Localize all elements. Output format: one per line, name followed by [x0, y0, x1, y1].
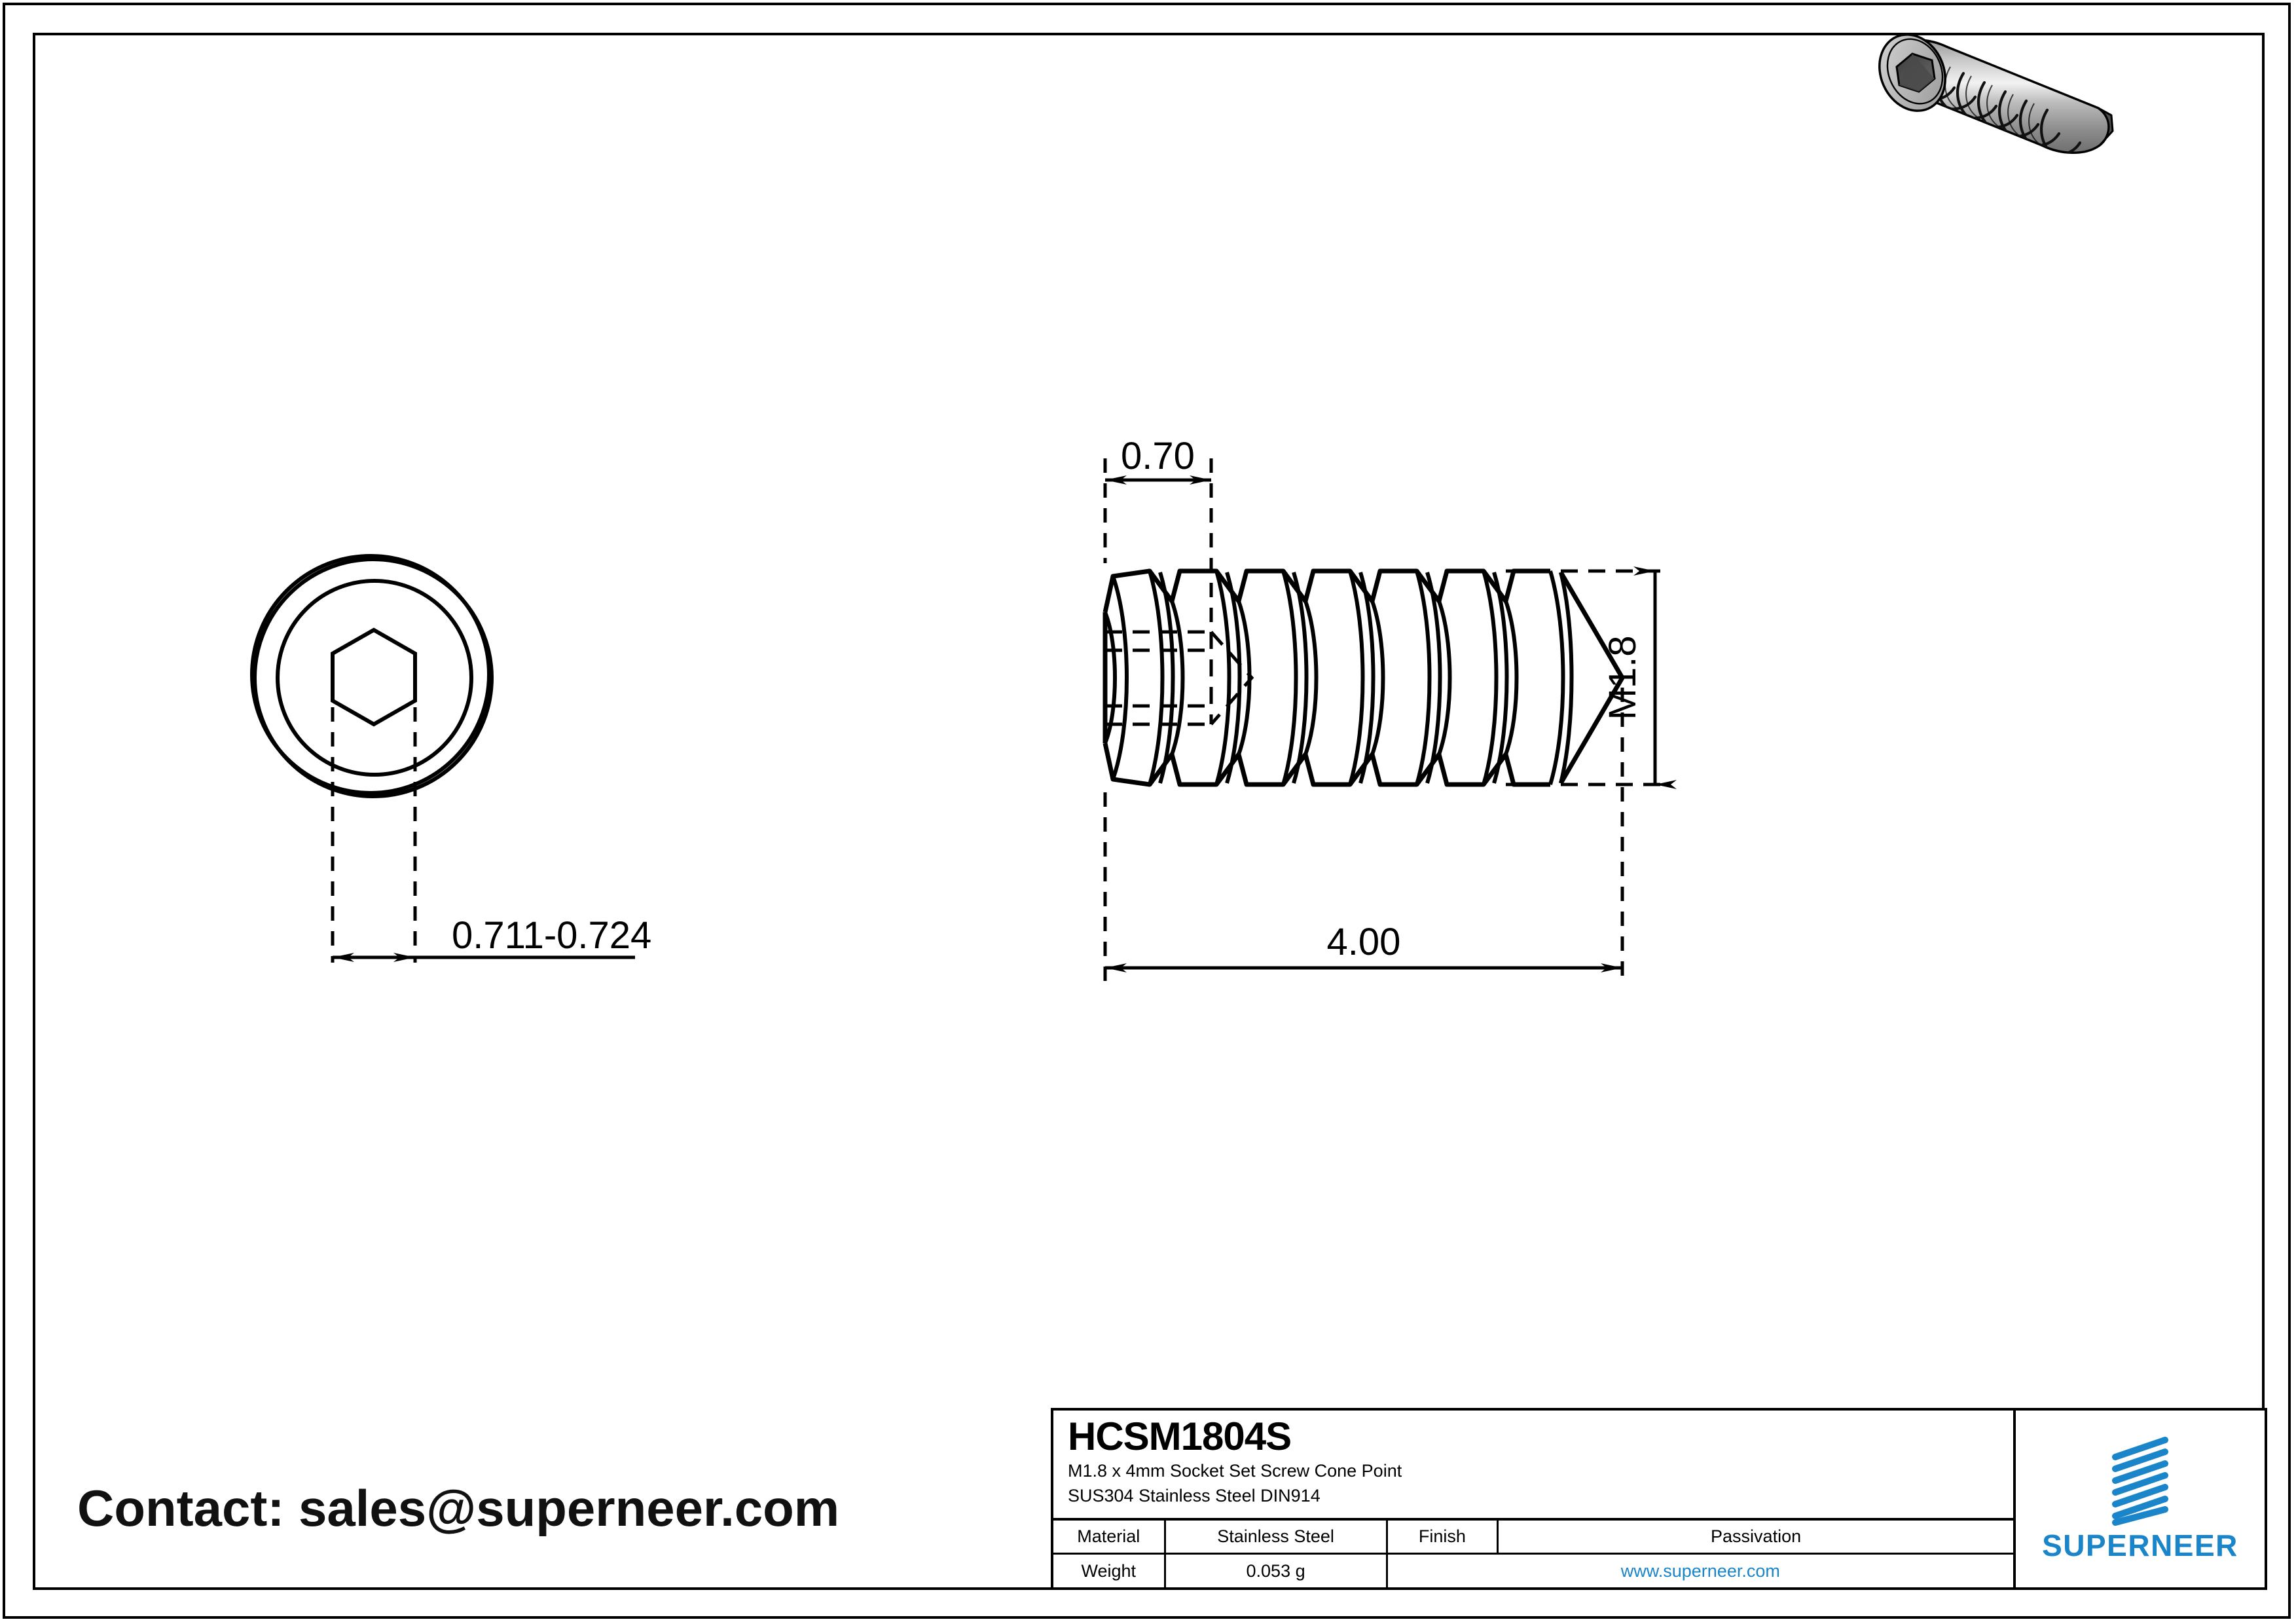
brand-wordmark: SUPERNEER — [2042, 1528, 2238, 1562]
brand-logo-cell: SUPERNEER — [2016, 1411, 2265, 1587]
weight-label: Weight — [1053, 1555, 1166, 1587]
part-description-line-2: SUS304 Stainless Steel DIN914 — [1068, 1486, 1321, 1506]
finish-value: Passivation — [1711, 1526, 1802, 1546]
sheet-inner-border — [33, 33, 2265, 1590]
weight-value: 0.053 g — [1166, 1555, 1388, 1587]
screw-3d-cone-point — [2097, 107, 2114, 147]
contact-line: Contact: sales@superneer.com — [77, 1479, 840, 1537]
part-description-line-1: M1.8 x 4mm Socket Set Screw Cone Point — [1068, 1460, 1402, 1481]
title-block-left: HCSM1804S M1.8 x 4mm Socket Set Screw Co… — [1053, 1411, 2016, 1587]
title-block-row-weight: Weight 0.053 g www.superneer.com — [1053, 1555, 2013, 1587]
website-link[interactable]: www.superneer.com — [1620, 1560, 1780, 1581]
sheet-outer-border — [3, 3, 2291, 1619]
finish-label: Finish — [1388, 1521, 1499, 1553]
title-block: HCSM1804S M1.8 x 4mm Socket Set Screw Co… — [1051, 1408, 2267, 1590]
material-value: Stainless Steel — [1166, 1521, 1388, 1553]
superneer-logo-icon — [2112, 1437, 2168, 1526]
material-label: Material — [1053, 1521, 1166, 1553]
part-number: HCSM1804S — [1068, 1414, 1292, 1458]
screw-3d-end-face — [1878, 33, 1946, 112]
title-block-description: HCSM1804S M1.8 x 4mm Socket Set Screw Co… — [1053, 1411, 2013, 1521]
isometric-3d-render — [1878, 33, 2114, 154]
website-cell[interactable]: www.superneer.com — [1388, 1555, 2013, 1587]
title-block-row-material: Material Stainless Steel Finish Passivat… — [1053, 1521, 2013, 1555]
